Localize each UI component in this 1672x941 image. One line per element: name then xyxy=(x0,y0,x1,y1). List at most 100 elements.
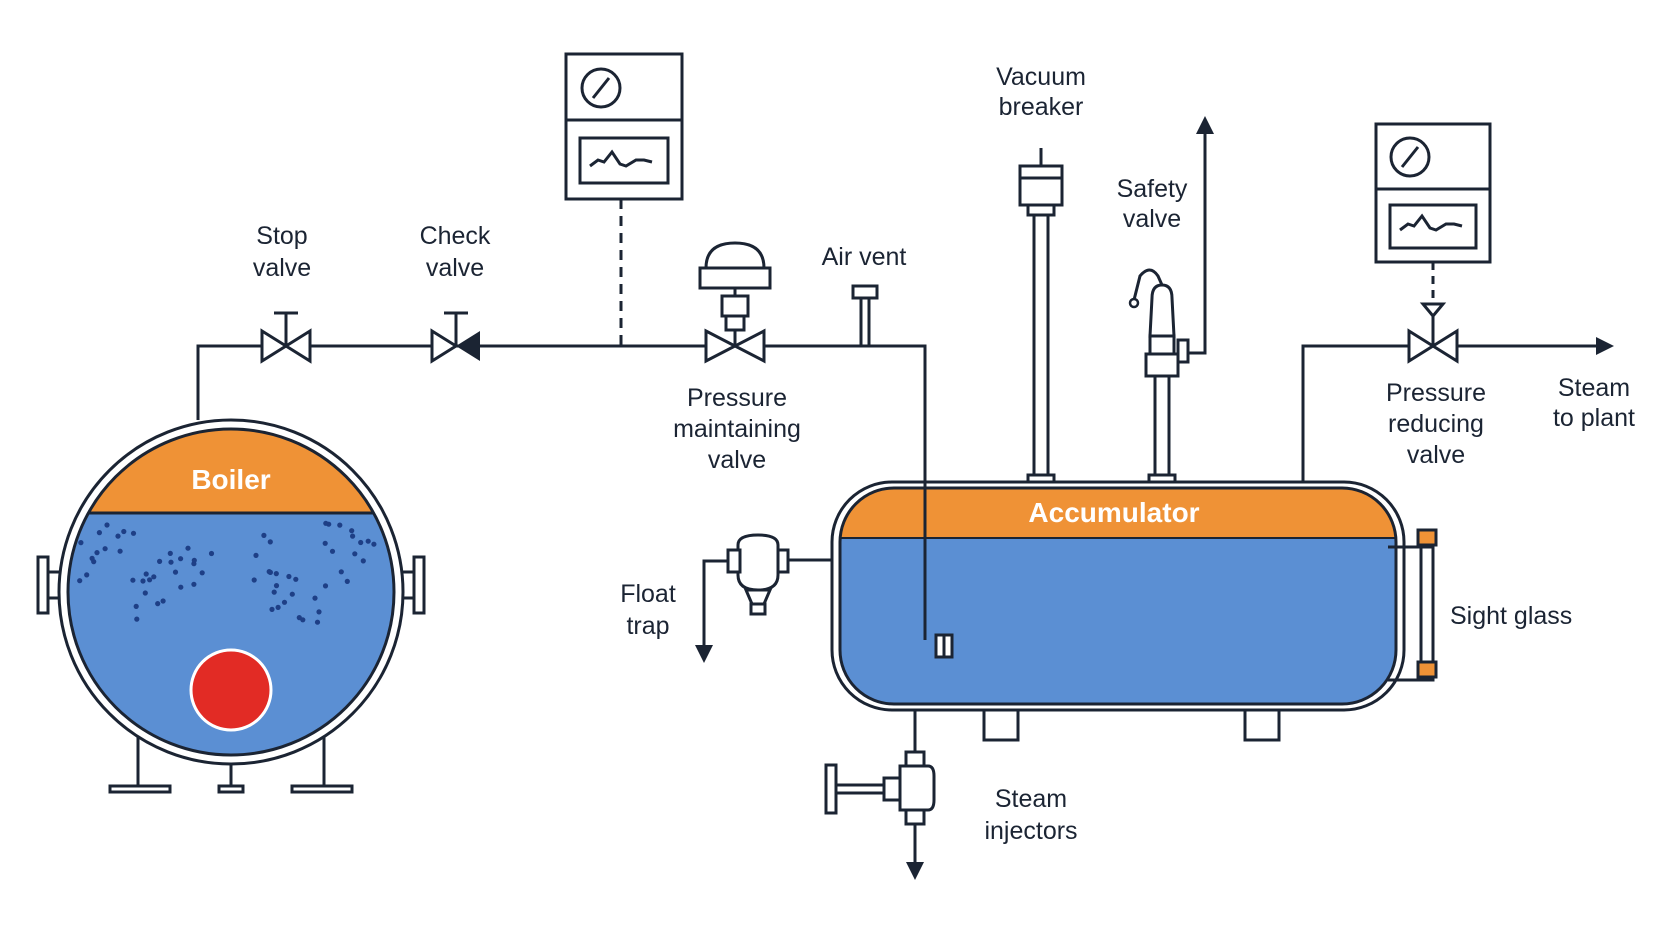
pressure-maintaining-valve[interactable] xyxy=(698,241,772,364)
steam-injectors-label: Steam injectors xyxy=(984,785,1077,845)
air-vent[interactable] xyxy=(851,284,879,348)
steam-bubble xyxy=(293,576,299,582)
steam-bubble xyxy=(371,541,377,547)
steam-bubble xyxy=(281,599,288,605)
steam-bubble xyxy=(89,555,95,562)
boiler: Boiler xyxy=(36,418,426,794)
burner-flame xyxy=(189,648,273,732)
steam-bubble xyxy=(360,558,366,564)
float-trap-label: Float trap xyxy=(620,580,676,640)
svg-text:breaker: breaker xyxy=(999,93,1084,121)
check-valve[interactable] xyxy=(430,311,480,364)
svg-text:Steam: Steam xyxy=(995,785,1067,813)
steam-bubble xyxy=(271,589,277,595)
steam-bubble xyxy=(286,573,292,580)
steam-bubble xyxy=(273,571,279,577)
steam-sparger-nozzle xyxy=(934,633,954,659)
steam-bubble xyxy=(160,598,166,604)
outlet-pipe xyxy=(1301,344,1598,482)
svg-text:Safety: Safety xyxy=(1117,175,1188,203)
steam-bubble xyxy=(140,578,146,584)
steam-bubble xyxy=(208,550,215,557)
steam-bubble xyxy=(329,548,336,554)
steam-to-plant-label: Steam to plant xyxy=(1553,374,1635,432)
steam-bubble xyxy=(77,578,83,584)
steam-bubble xyxy=(322,583,329,589)
steam-bubbles xyxy=(77,520,377,625)
steam-bubble xyxy=(358,539,364,546)
steam-bubble xyxy=(266,569,272,575)
pressure-reducing-valve[interactable] xyxy=(1407,302,1459,364)
steam-bubble xyxy=(143,571,149,577)
steam-bubble xyxy=(104,522,110,528)
svg-text:valve: valve xyxy=(426,254,484,282)
svg-text:reducing: reducing xyxy=(1388,410,1484,438)
safety-valve[interactable] xyxy=(1128,116,1214,477)
steam-bubble xyxy=(130,577,136,583)
float-trap[interactable] xyxy=(695,533,832,663)
steam-bubble xyxy=(155,601,161,607)
steam-injectors[interactable] xyxy=(824,710,936,880)
svg-text:Vacuum: Vacuum xyxy=(996,63,1086,91)
steam-bubble xyxy=(314,619,321,625)
steam-bubble xyxy=(261,532,267,539)
svg-text:Pressure: Pressure xyxy=(687,384,787,412)
controller-panel-right xyxy=(1374,122,1492,304)
steam-bubble xyxy=(191,581,197,587)
svg-text:Check: Check xyxy=(420,222,491,250)
stop-valve[interactable] xyxy=(260,311,312,364)
svg-text:valve: valve xyxy=(708,446,766,474)
steam-bubble xyxy=(253,552,259,559)
steam-bubble xyxy=(178,556,184,562)
steam-bubble xyxy=(172,569,179,575)
steam-bubble xyxy=(269,606,275,613)
steam-bubble xyxy=(322,540,328,546)
sight-glass xyxy=(1388,528,1438,682)
accumulator-label: Accumulator xyxy=(1028,497,1199,528)
steam-bubble xyxy=(344,578,350,585)
controller-panel-left xyxy=(564,52,684,346)
svg-text:injectors: injectors xyxy=(984,817,1077,845)
svg-text:Pressure: Pressure xyxy=(1386,379,1486,407)
steam-bubble xyxy=(167,550,173,557)
air-vent-label: Air vent xyxy=(822,243,907,271)
pressure-reducing-valve-label: Pressure reducing valve xyxy=(1386,379,1486,469)
svg-text:trap: trap xyxy=(626,612,669,640)
pressure-maintaining-valve-label: Pressure maintaining valve xyxy=(673,384,801,474)
steam-bubble xyxy=(365,538,371,544)
steam-bubble xyxy=(338,569,344,575)
vacuum-breaker[interactable] xyxy=(1018,148,1064,477)
sight-glass-label: Sight glass xyxy=(1450,602,1572,630)
check-valve-label: Check valve xyxy=(420,222,491,282)
steam-bubble xyxy=(94,550,100,556)
flow-arrow-icon xyxy=(1596,337,1614,355)
steam-bubble xyxy=(312,595,318,601)
steam-bubble xyxy=(267,539,273,545)
steam-bubble xyxy=(130,530,137,536)
steam-bubble xyxy=(151,574,157,580)
steam-bubble xyxy=(289,591,295,597)
svg-text:maintaining: maintaining xyxy=(673,415,801,443)
gauge-needle xyxy=(591,77,611,99)
steam-bubble xyxy=(134,616,140,622)
trend-line xyxy=(589,149,653,168)
steam-bubble xyxy=(316,609,322,615)
safety-valve-icon xyxy=(1148,283,1176,338)
steam-bubble xyxy=(191,557,197,564)
svg-text:Float: Float xyxy=(620,580,676,608)
steam-bubble xyxy=(117,548,123,554)
steam-bubble xyxy=(168,559,174,565)
steam-bubble xyxy=(349,528,355,534)
stop-valve-label: Stop valve xyxy=(253,222,311,282)
steam-bubble xyxy=(102,546,108,552)
svg-text:Steam: Steam xyxy=(1558,374,1630,402)
steam-bubble xyxy=(337,522,343,528)
steam-bubble xyxy=(352,551,358,557)
steam-bubble xyxy=(157,558,163,565)
steam-bubble xyxy=(121,528,127,535)
steam-bubble xyxy=(251,577,257,583)
accumulator: Accumulator xyxy=(830,473,1406,742)
svg-text:Stop: Stop xyxy=(256,222,307,250)
vacuum-breaker-label: Vacuum breaker xyxy=(996,63,1086,121)
